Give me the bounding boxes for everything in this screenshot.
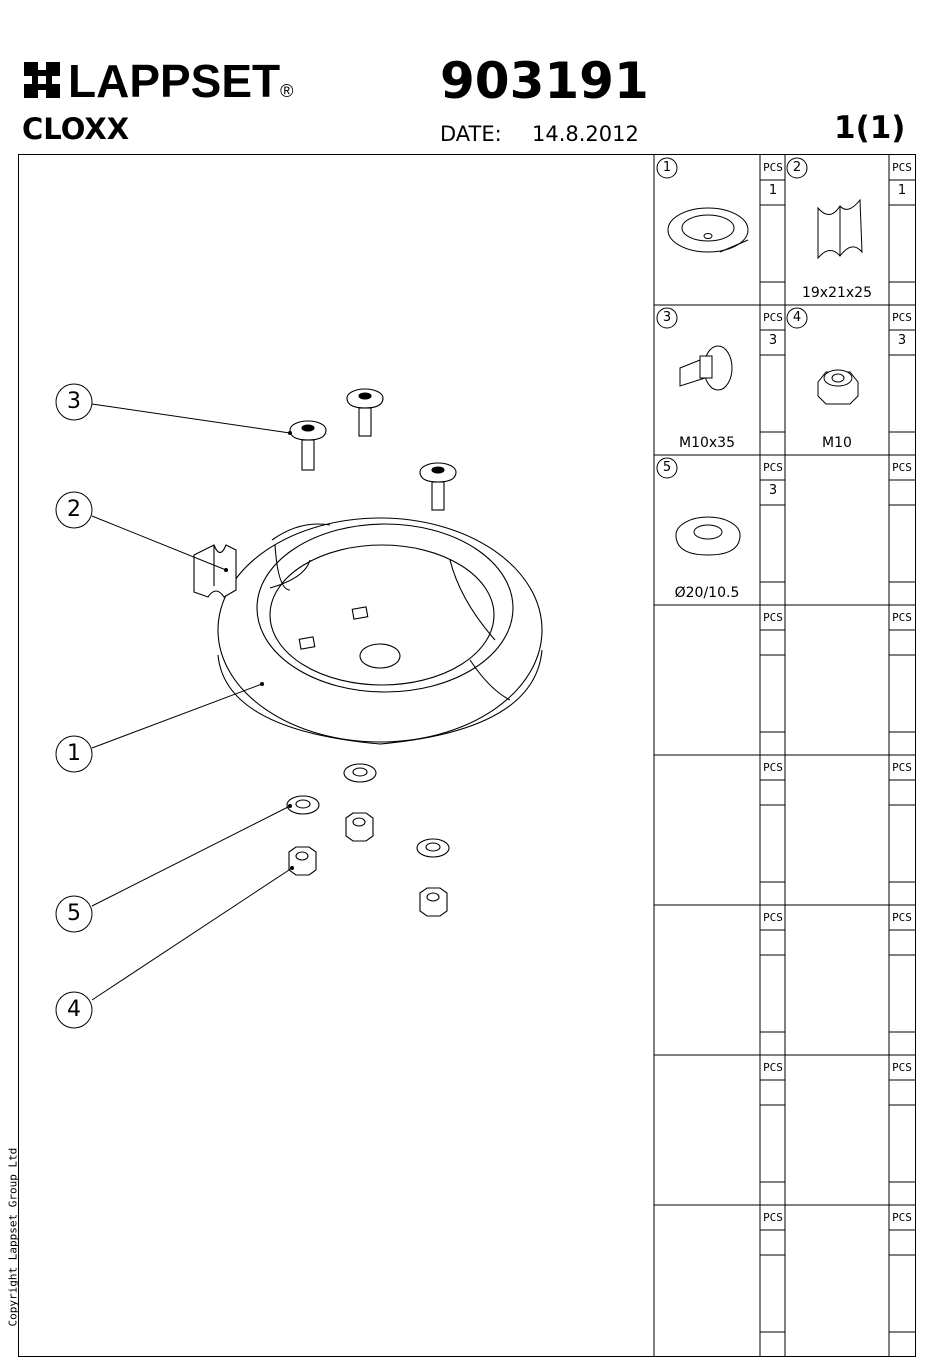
part-5-thumbnail bbox=[676, 517, 740, 555]
part-2-label: 19x21x25 bbox=[785, 285, 889, 301]
part-1-number: 1 bbox=[657, 160, 677, 175]
part-4-thumbnail bbox=[818, 370, 858, 404]
wedge-block-drawing bbox=[194, 545, 236, 597]
pcs-label: PCS bbox=[760, 1061, 786, 1074]
part-5-label: Ø20/10.5 bbox=[654, 585, 760, 601]
callout-3: 3 bbox=[64, 389, 84, 414]
callout-4: 4 bbox=[64, 997, 84, 1022]
pcs-label: PCS bbox=[760, 611, 786, 624]
bolts-drawing bbox=[290, 389, 456, 510]
part-4-label: M10 bbox=[785, 435, 889, 451]
callout-5: 5 bbox=[64, 901, 84, 926]
pcs-label: PCS bbox=[760, 311, 786, 324]
pcs-label: PCS bbox=[889, 1211, 915, 1224]
pcs-label: PCS bbox=[760, 761, 786, 774]
pcs-label: PCS bbox=[760, 1211, 786, 1224]
pcs-label: PCS bbox=[889, 161, 915, 174]
part-4-qty: 3 bbox=[889, 333, 915, 348]
pcs-label: PCS bbox=[889, 761, 915, 774]
callout-2: 2 bbox=[64, 497, 84, 522]
part-1-qty: 1 bbox=[760, 183, 786, 198]
part-3-thumbnail bbox=[680, 346, 732, 390]
part-1-thumbnail bbox=[668, 208, 748, 252]
pcs-label: PCS bbox=[889, 461, 915, 474]
pcs-label: PCS bbox=[760, 461, 786, 474]
callout-1: 1 bbox=[64, 741, 84, 766]
part-2-qty: 1 bbox=[889, 183, 915, 198]
washers-nuts-drawing bbox=[287, 764, 449, 916]
part-3-number: 3 bbox=[657, 310, 677, 325]
pcs-label: PCS bbox=[889, 611, 915, 624]
pcs-label: PCS bbox=[889, 911, 915, 924]
pcs-label: PCS bbox=[889, 1061, 915, 1074]
pcs-label: PCS bbox=[889, 311, 915, 324]
part-3-qty: 3 bbox=[760, 333, 786, 348]
part-5-qty: 3 bbox=[760, 483, 786, 498]
pcs-label: PCS bbox=[760, 911, 786, 924]
pcs-label: PCS bbox=[760, 161, 786, 174]
part-5-number: 5 bbox=[657, 460, 677, 475]
part-3-label: M10x35 bbox=[654, 435, 760, 451]
part-2-number: 2 bbox=[787, 160, 807, 175]
bowl-drawing bbox=[218, 518, 542, 744]
part-4-number: 4 bbox=[787, 310, 807, 325]
part-2-thumbnail bbox=[818, 200, 862, 258]
